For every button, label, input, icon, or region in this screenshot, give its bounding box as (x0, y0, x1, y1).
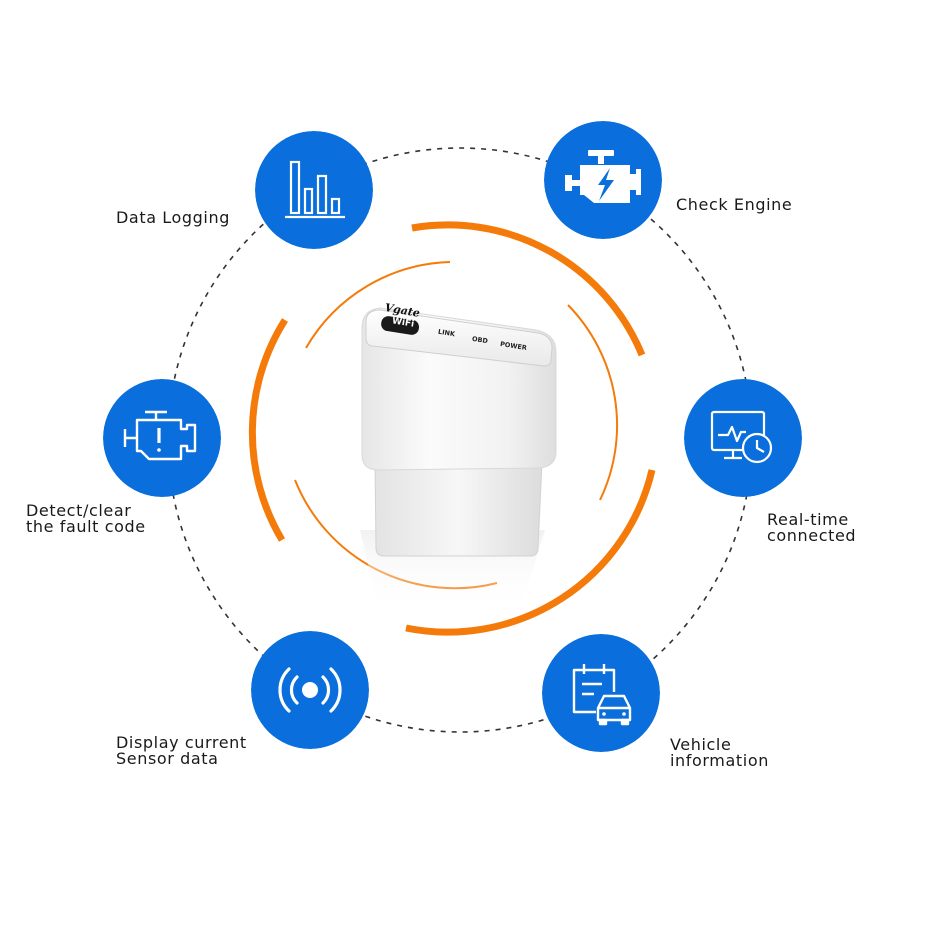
clipboard-car-icon (572, 664, 632, 726)
fault-code-label: Detect/clear the fault code (26, 501, 146, 536)
vehicle-info-label: Vehicle information (670, 735, 769, 770)
wifi-badge (381, 316, 420, 335)
data-logging-circle (255, 131, 373, 249)
sensor-signal-icon (278, 667, 342, 713)
real-time-circle (684, 379, 802, 497)
check-engine-label: Check Engine (676, 195, 793, 214)
obd-wifi-adapter (360, 307, 557, 615)
orange-ring-outer (248, 221, 656, 636)
sensor-data-label: Display current Sensor data (116, 733, 247, 768)
data-logging-label: Data Logging (116, 208, 230, 227)
check-engine-circle (544, 121, 662, 239)
engine-warning-icon (123, 410, 197, 461)
monitor-clock-icon (710, 410, 773, 464)
vehicle-info-circle (542, 634, 660, 752)
sensor-data-circle (251, 631, 369, 749)
bar-chart-icon (285, 160, 345, 219)
engine-lightning-icon (565, 150, 641, 203)
real-time-label: Real-time connected (767, 510, 857, 545)
fault-code-circle (103, 379, 221, 497)
